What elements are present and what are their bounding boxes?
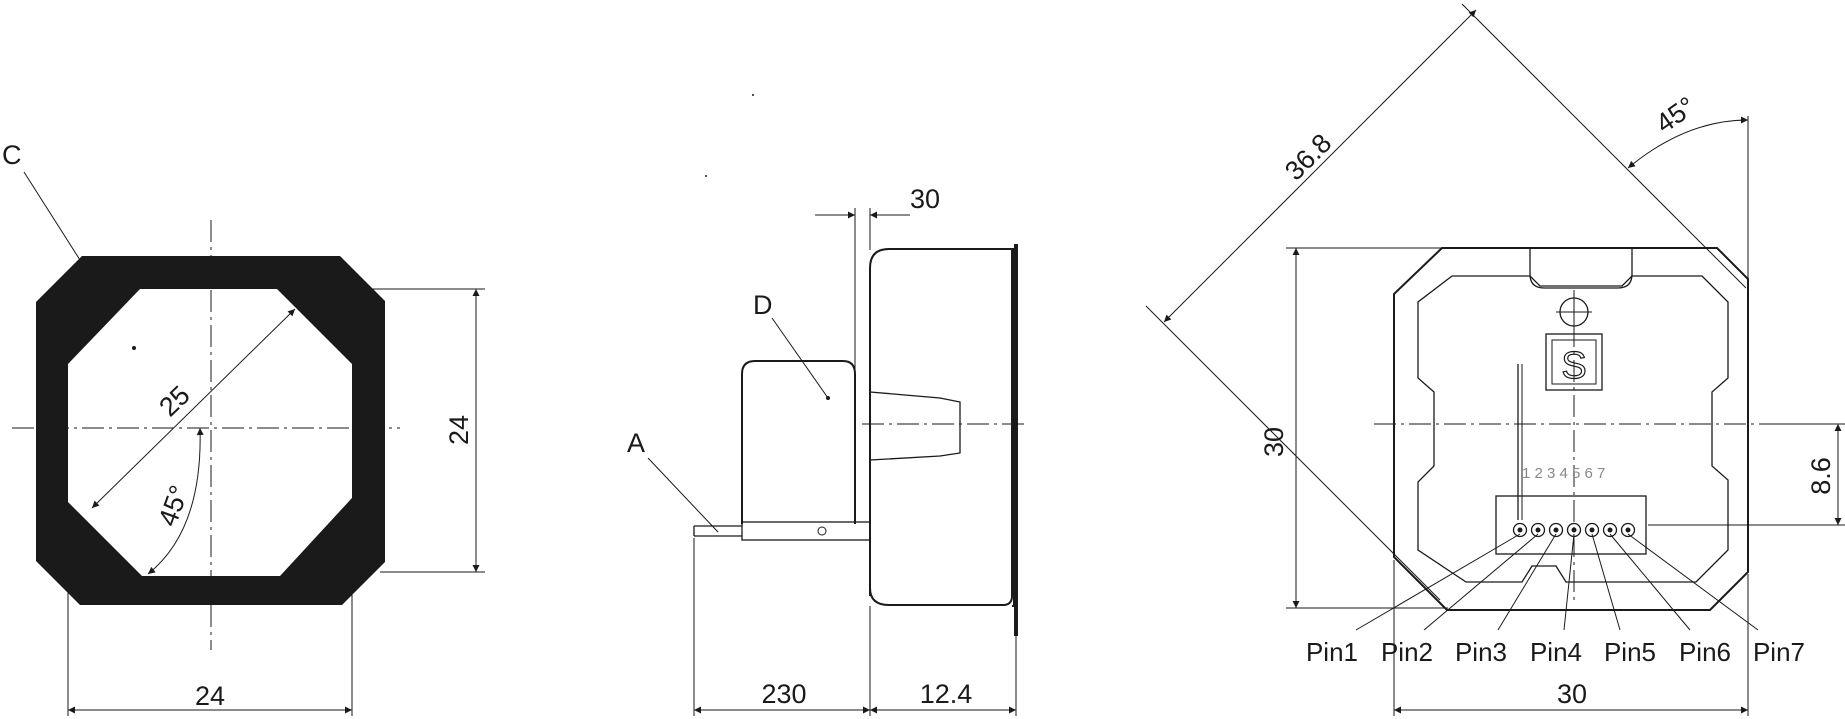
pin-hole (1584, 522, 1600, 538)
dim-cable-230: 230 (761, 679, 806, 709)
rear-connector (1495, 495, 1647, 555)
ext-line-diag-top (1461, 3, 1747, 289)
leader-d (771, 317, 829, 399)
ext-line-diag-bottom (1145, 305, 1441, 601)
rear-notch-top (1529, 248, 1633, 289)
side-view: D A 30 230 12.4 (627, 94, 1024, 716)
dim-angle-45-rear: 45° (1650, 91, 1701, 139)
dim-line-diagonal-36-8 (1163, 9, 1477, 323)
pin-label-1: Pin1 (1306, 637, 1358, 667)
leader-a (647, 457, 719, 533)
pin-leaders (1355, 533, 1759, 631)
pin-label-2: Pin2 (1381, 637, 1433, 667)
dim-height-30: 30 (1259, 427, 1289, 457)
dim-line-diagonal-25 (91, 308, 296, 509)
label-d: D (753, 290, 773, 320)
side-housing-base (741, 521, 871, 541)
pin-label-4: Pin4 (1530, 637, 1582, 667)
rear-logo: S (1545, 333, 1603, 391)
leader-c (23, 171, 81, 261)
dim-width-30: 30 (1557, 679, 1587, 709)
side-boss (869, 391, 961, 461)
pin-label-3: Pin3 (1455, 637, 1507, 667)
leader-d-dot (826, 396, 830, 400)
side-body (869, 248, 1013, 606)
dim-angle-45: 45° (152, 481, 194, 530)
front-dot (132, 346, 136, 350)
pin-hole (1620, 522, 1636, 538)
label-a: A (627, 428, 645, 458)
dim-offset-8-6: 8.6 (1806, 457, 1836, 495)
dim-arc-45 (147, 427, 204, 575)
rear-pin-numbers: 1 2 3 4 5 6 7 (1522, 465, 1605, 482)
speck (705, 175, 707, 177)
pin-hole (1548, 522, 1564, 538)
side-housing-d (741, 360, 856, 524)
rear-pin-circles (1512, 522, 1636, 538)
rear-view: S 1 2 3 4 5 6 7 Pin1 Pin2 (1145, 3, 1845, 716)
rear-logo-letter: S (1561, 345, 1586, 387)
dim-diagonal-25: 25 (153, 380, 195, 422)
dim-top-30: 30 (910, 184, 940, 214)
pin-label-6: Pin6 (1679, 637, 1731, 667)
pin-label-5: Pin5 (1604, 637, 1656, 667)
side-housing-screw (817, 526, 827, 536)
dim-height-24: 24 (444, 415, 474, 445)
rear-housing-outer (1393, 247, 1749, 611)
dim-width-24: 24 (195, 681, 225, 711)
front-view: C 25 45° 24 24 (2, 140, 485, 716)
pin-hole (1602, 522, 1618, 538)
dim-diagonal-36-8: 36.8 (1279, 128, 1337, 186)
pin-label-7: Pin7 (1753, 637, 1805, 667)
dim-depth-12-4: 12.4 (920, 679, 973, 709)
pin-hole (1530, 522, 1546, 538)
speck (752, 94, 754, 96)
dim-arc-45-rear (1627, 116, 1749, 169)
front-ring-outer (36, 256, 385, 605)
label-c: C (2, 140, 22, 170)
pin-hole (1512, 522, 1528, 538)
